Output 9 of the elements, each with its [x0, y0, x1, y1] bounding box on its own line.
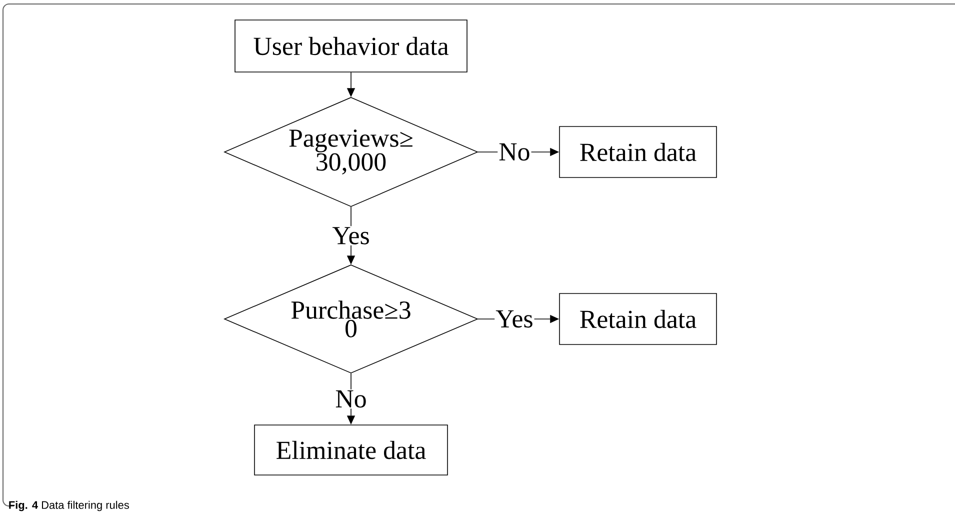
process-box: Eliminate data	[254, 424, 448, 476]
edge-label: No	[498, 142, 532, 162]
process-box: User behavior data	[234, 20, 468, 72]
edge-label: No	[334, 389, 368, 409]
process-box: Retain data	[559, 293, 717, 345]
edge-label: Yes	[331, 226, 371, 246]
edge-label: Yes	[494, 309, 534, 329]
caption: Fig. 4 Data filtering rules	[9, 500, 129, 512]
process-box: Retain data	[559, 126, 717, 178]
